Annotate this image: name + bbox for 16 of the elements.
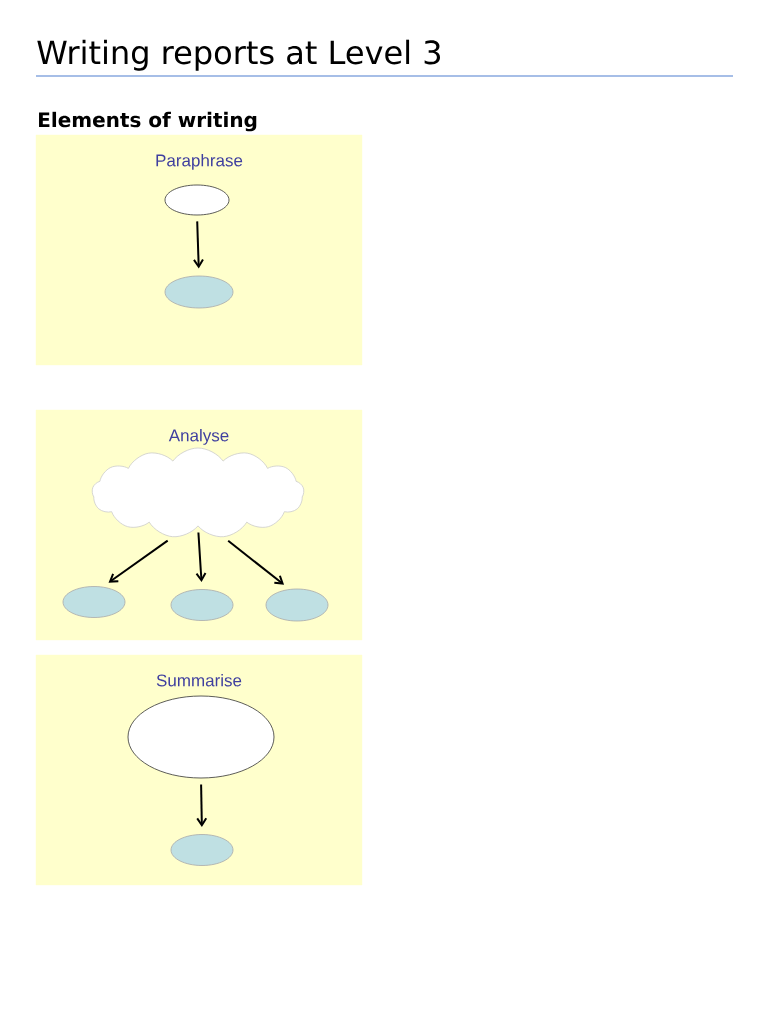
ellipse-shape — [265, 588, 329, 622]
section-heading: Elements of writing — [39, 111, 257, 132]
ellipse-shape — [164, 184, 230, 216]
ellipse-shape — [170, 589, 234, 621]
ellipse-shape — [164, 275, 234, 309]
panel: Paraphrase — [35, 134, 363, 366]
arrow — [227, 539, 285, 585]
arrow — [195, 531, 207, 583]
ellipse-shape — [127, 695, 275, 779]
arrow — [108, 539, 169, 583]
ellipse-shape — [170, 834, 234, 866]
page-title: Writing reports at Level 3 — [37, 39, 440, 71]
ellipse-shape — [62, 586, 126, 618]
arrow — [196, 783, 208, 828]
cloud-shape — [91, 447, 305, 538]
arrow — [193, 220, 204, 269]
